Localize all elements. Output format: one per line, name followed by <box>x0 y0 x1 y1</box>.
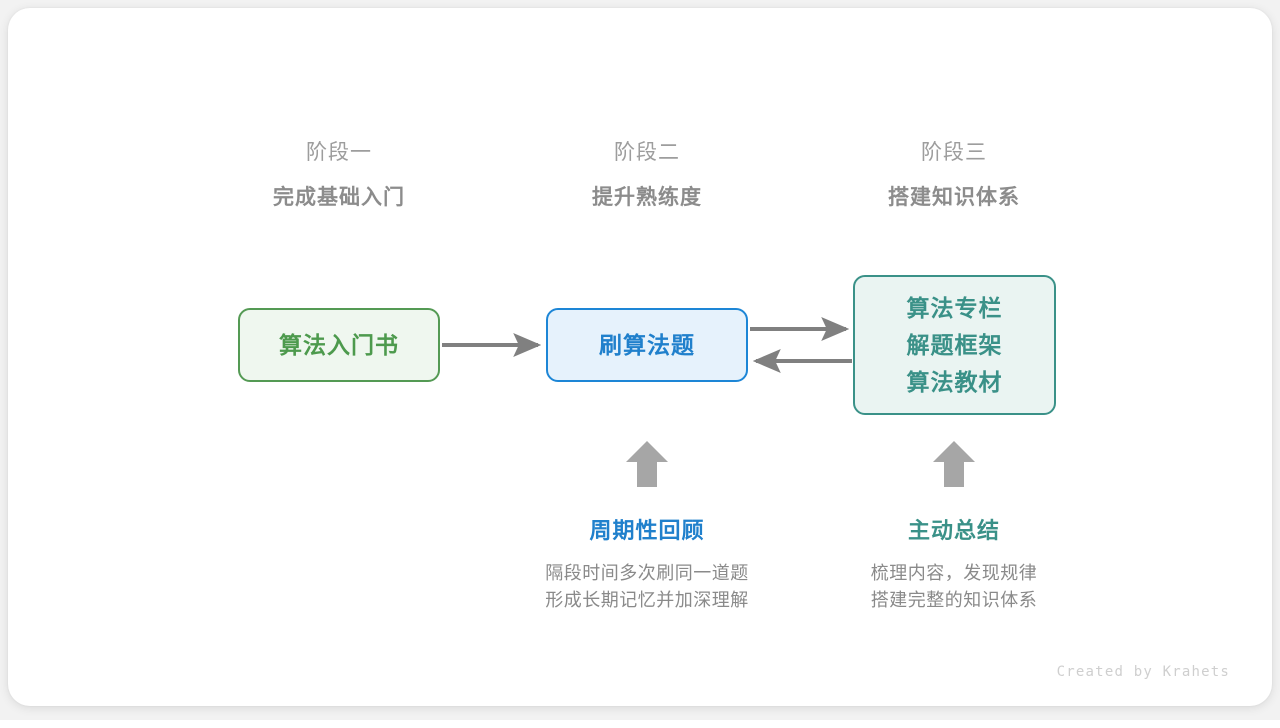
node-practice-problems[interactable]: 刷算法题 <box>546 308 748 382</box>
stage-2-subtitle: 阶段二 <box>614 141 680 164</box>
stage-header-3: 阶段三 搭建知识体系 <box>824 138 1084 214</box>
up-arrow-icon-review <box>626 441 668 487</box>
stage-1-title: 完成基础入门 <box>273 186 405 209</box>
note-active-summary-desc-line-2: 搭建完整的知识体系 <box>870 590 1038 610</box>
stage-1-subtitle: 阶段一 <box>306 141 372 164</box>
stage-2-title: 提升熟练度 <box>592 186 702 209</box>
note-active-summary-description: 梳理内容，发现规律 搭建完整的知识体系 <box>804 560 1104 614</box>
node-knowledge-system-line-3: 算法教材 <box>906 368 1003 395</box>
node-intro-book[interactable]: 算法入门书 <box>238 308 440 382</box>
stage-header-2: 阶段二 提升熟练度 <box>517 138 777 214</box>
note-active-summary-title: 主动总结 <box>907 518 1000 543</box>
node-practice-problems-label: 刷算法题 <box>599 331 695 358</box>
note-periodic-review-desc-line-2: 形成长期记忆并加深理解 <box>545 590 749 610</box>
node-intro-book-label: 算法入门书 <box>279 331 399 358</box>
note-periodic-review: 周期性回顾 隔段时间多次刷同一道题 形成长期记忆并加深理解 <box>497 516 797 614</box>
node-knowledge-system-line-2: 解题框架 <box>906 331 1003 358</box>
stage-header-1: 阶段一 完成基础入门 <box>209 138 469 214</box>
note-periodic-review-title: 周期性回顾 <box>589 518 705 543</box>
note-periodic-review-desc-line-1: 隔段时间多次刷同一道题 <box>545 563 749 583</box>
stage-3-title: 搭建知识体系 <box>888 186 1020 209</box>
node-knowledge-system[interactable]: 算法专栏 解题框架 算法教材 <box>853 275 1056 415</box>
slide-card: 阶段一 完成基础入门 阶段二 提升熟练度 阶段三 搭建知识体系 <box>8 8 1272 706</box>
credit-text: Created by Krahets <box>1056 664 1230 680</box>
up-arrow-icon-summary <box>933 441 975 487</box>
note-periodic-review-description: 隔段时间多次刷同一道题 形成长期记忆并加深理解 <box>497 560 797 614</box>
node-knowledge-system-line-1: 算法专栏 <box>906 294 1003 321</box>
note-active-summary-desc-line-1: 梳理内容，发现规律 <box>870 563 1038 583</box>
note-active-summary: 主动总结 梳理内容，发现规律 搭建完整的知识体系 <box>804 516 1104 614</box>
stage-3-subtitle: 阶段三 <box>921 141 987 164</box>
